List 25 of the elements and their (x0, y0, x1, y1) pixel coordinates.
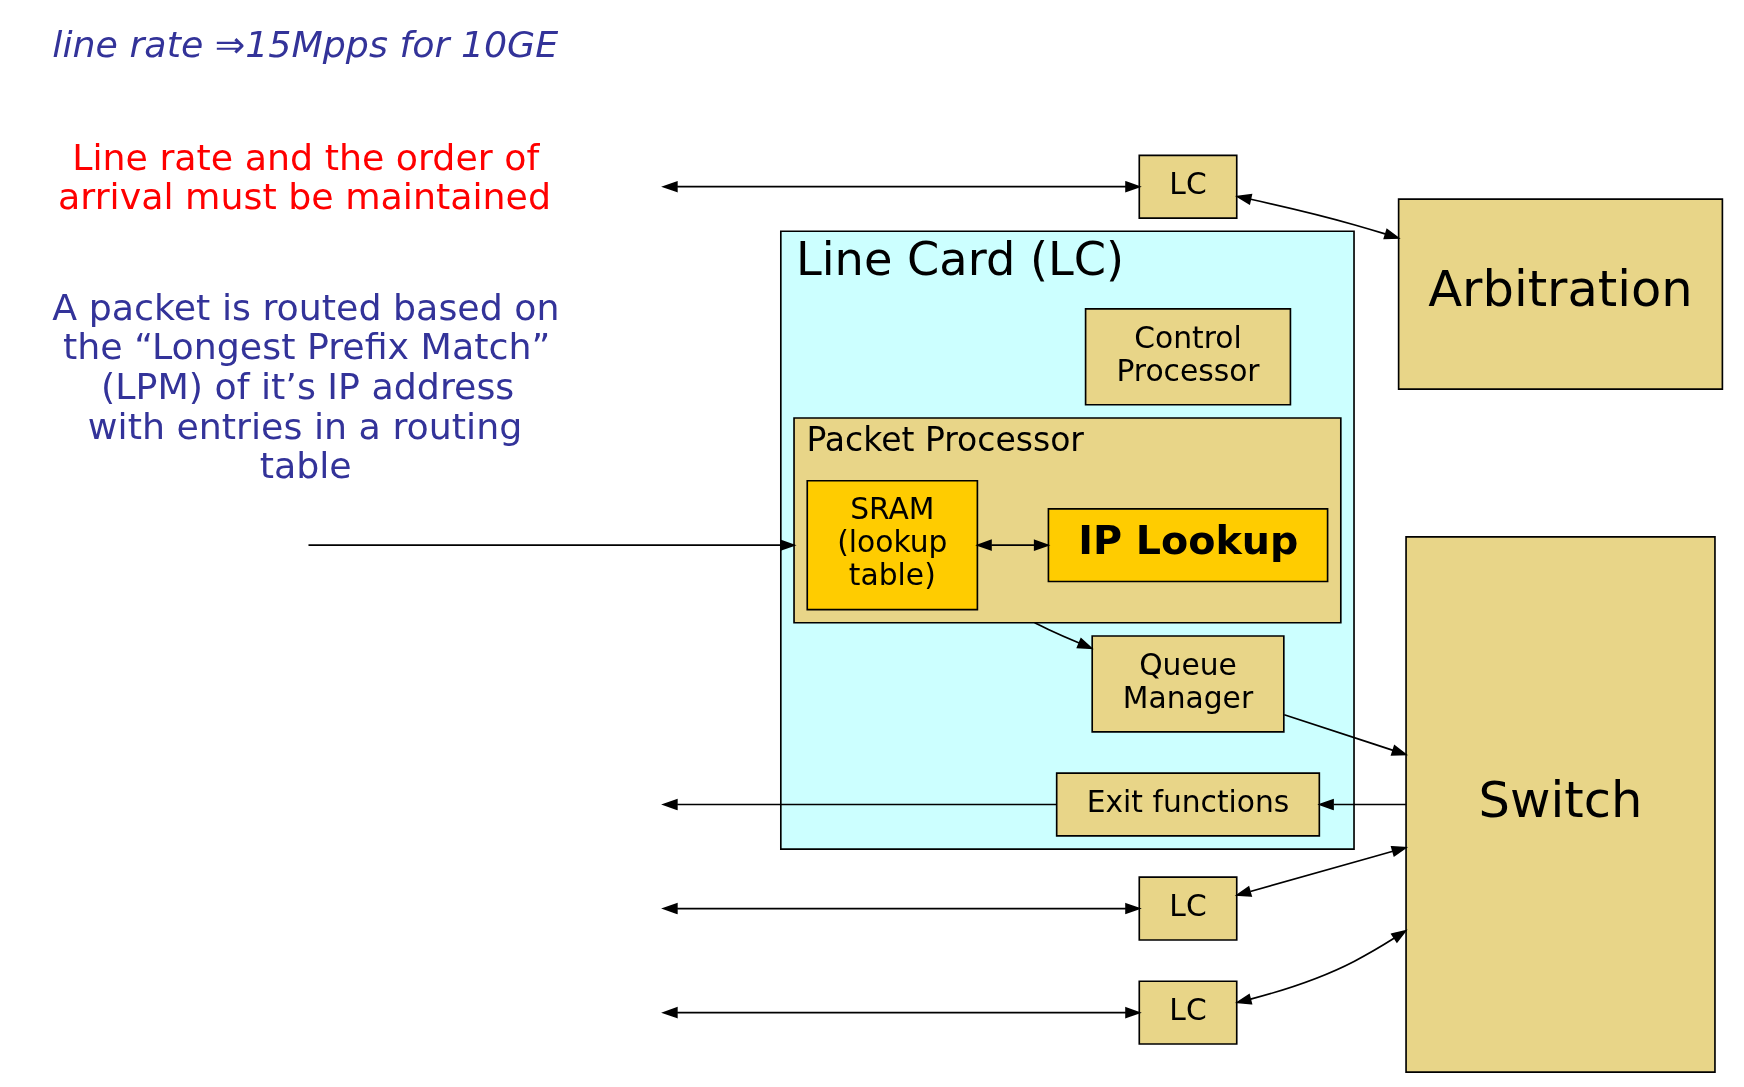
arrow (1234, 845, 1408, 897)
node-box: IP Lookup (1047, 508, 1328, 583)
label: A packet is routed based on the “Longest Prefix Match” (LPM) of it’s IP address with entries in a routing table (51, 285, 560, 488)
node-box: Switch (1404, 536, 1716, 1073)
node-box: Control Processor (1084, 308, 1291, 406)
label: line rate ⇒15Mpps for 10GE (51, 23, 558, 67)
node-box: LC (1137, 980, 1238, 1045)
arrow (660, 798, 1057, 811)
node-box: SRAM (lookup table) (805, 479, 978, 611)
node-box: LC (1137, 154, 1238, 219)
arrow (660, 180, 1142, 193)
arrow (307, 539, 797, 551)
arrow (660, 1006, 1142, 1019)
arrow (1033, 621, 1094, 650)
arrow (1234, 193, 1401, 240)
arrow (1234, 929, 1408, 1005)
arrow (660, 902, 1142, 915)
node-box: Arbitration (1397, 198, 1723, 390)
node-box: LC (1137, 876, 1238, 941)
label: Line rate and the order of arrival must be maintained (57, 135, 551, 219)
node-box: Exit functions (1055, 772, 1320, 837)
arrow (974, 539, 1050, 551)
arrow (1316, 798, 1407, 811)
arrow (1282, 713, 1408, 756)
node-box: Queue Manager (1090, 635, 1285, 733)
